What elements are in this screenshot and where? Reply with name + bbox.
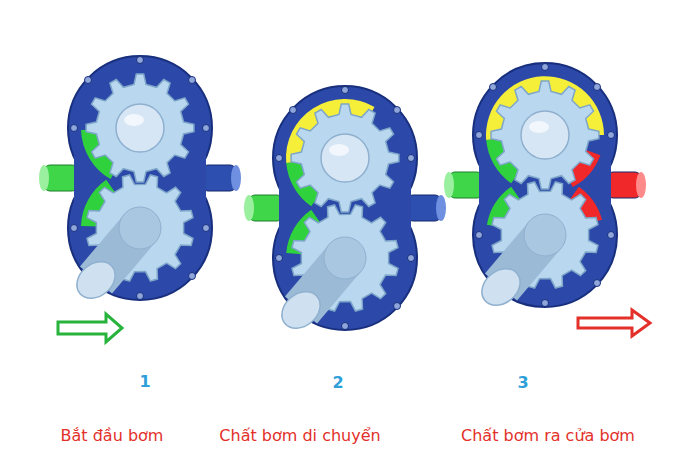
bolt bbox=[394, 107, 401, 114]
bolt bbox=[608, 132, 615, 139]
bolt bbox=[542, 64, 549, 71]
step-number: 3 bbox=[517, 373, 528, 392]
lower-hub bbox=[324, 237, 366, 279]
shaft-end bbox=[275, 284, 328, 336]
gear-pump bbox=[444, 63, 646, 313]
step-caption: Bắt đầu bơm bbox=[61, 426, 164, 445]
upper-gear bbox=[86, 74, 194, 182]
bolt bbox=[137, 57, 144, 64]
bolt bbox=[276, 255, 283, 262]
bolt bbox=[476, 232, 483, 239]
bolt bbox=[290, 107, 297, 114]
bolt bbox=[594, 280, 601, 287]
step-number: 1 bbox=[139, 372, 150, 391]
lower-hub bbox=[524, 214, 566, 256]
inlet-arrow bbox=[58, 314, 122, 342]
outlet-pipe-end bbox=[636, 172, 646, 198]
bolt bbox=[137, 293, 144, 300]
shaft-end bbox=[70, 254, 123, 306]
bolt bbox=[608, 232, 615, 239]
hub-highlight bbox=[124, 114, 144, 126]
inlet-pipe-end bbox=[39, 165, 49, 191]
inlet-pipe bbox=[449, 172, 483, 198]
outlet-pipe-end bbox=[436, 195, 446, 221]
outlet-pipe bbox=[607, 172, 641, 198]
upper-gear bbox=[491, 81, 599, 189]
outlet-arrow bbox=[578, 310, 650, 336]
bolt bbox=[408, 155, 415, 162]
outlet-pipe bbox=[407, 195, 441, 221]
bolt bbox=[276, 155, 283, 162]
bolt bbox=[203, 125, 210, 132]
pump-housing bbox=[273, 86, 417, 330]
upper-gear bbox=[291, 104, 399, 212]
bolt bbox=[342, 323, 349, 330]
inlet-pipe bbox=[249, 195, 283, 221]
upper-hub bbox=[116, 104, 164, 152]
bolt bbox=[542, 300, 549, 307]
upper-hub bbox=[521, 111, 569, 159]
pumps bbox=[39, 56, 646, 336]
gear-pump bbox=[244, 86, 446, 336]
bolt bbox=[71, 125, 78, 132]
inlet-pipe-end bbox=[244, 195, 254, 221]
shaft-end bbox=[475, 261, 528, 313]
outlet-pipe bbox=[202, 165, 236, 191]
bolt bbox=[189, 77, 196, 84]
bolt bbox=[203, 225, 210, 232]
step-number: 2 bbox=[332, 373, 343, 392]
bolt bbox=[594, 84, 601, 91]
lower-hub bbox=[119, 207, 161, 249]
bolt bbox=[476, 132, 483, 139]
bolt bbox=[342, 87, 349, 94]
inlet-pipe bbox=[44, 165, 78, 191]
bolt bbox=[490, 84, 497, 91]
step-caption: Chất bơm di chuyển bbox=[219, 426, 380, 445]
bolt bbox=[189, 273, 196, 280]
inlet-pipe-end bbox=[444, 172, 454, 198]
step-caption: Chất bơm ra cửa bơm bbox=[461, 426, 635, 445]
hub-highlight bbox=[529, 121, 549, 133]
pump-housing bbox=[68, 56, 212, 300]
pump-housing bbox=[473, 63, 617, 307]
bolt bbox=[408, 255, 415, 262]
bolt bbox=[71, 225, 78, 232]
outlet-pipe-end bbox=[231, 165, 241, 191]
bolt bbox=[85, 77, 92, 84]
upper-hub bbox=[321, 134, 369, 182]
gear-pump bbox=[39, 56, 241, 306]
hub-highlight bbox=[329, 144, 349, 156]
bolt bbox=[394, 303, 401, 310]
